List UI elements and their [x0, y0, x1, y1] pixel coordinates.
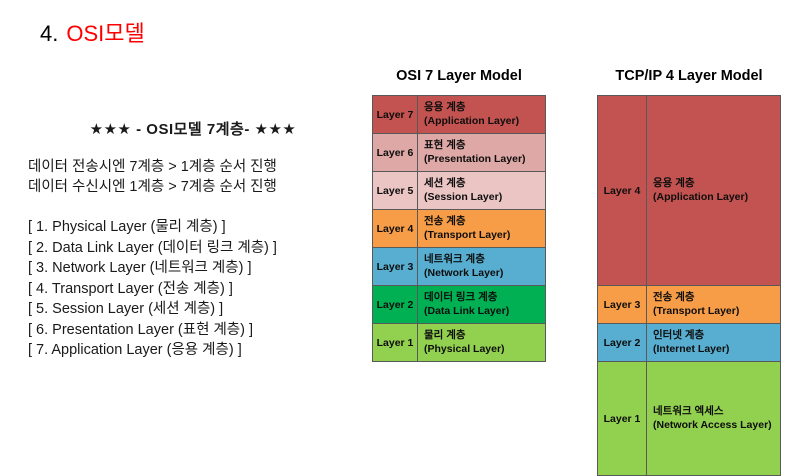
- osi-layer-name-en: (Network Layer): [424, 266, 504, 279]
- flow-line: 데이터 전송시엔 7계층 > 1계층 순서 진행: [28, 159, 277, 175]
- list-item: [ 4. Transport Layer (전송 계층) ]: [28, 280, 233, 297]
- osi-layer-name-ko: 네트워크 계층: [424, 253, 485, 265]
- osi-layer-name: 전송 계층(Transport Layer): [417, 209, 546, 248]
- osi-layer-label: Layer 5: [372, 171, 418, 210]
- tcpip-layer-name: 인터넷 계층(Internet Layer): [646, 323, 781, 362]
- flow-line: 데이터 수신시엔 1계층 > 7계층 순서 진행: [28, 179, 277, 195]
- page-title-number: 4.: [40, 21, 59, 46]
- osi-layer-name-ko: 표현 계층: [424, 139, 466, 151]
- osi-layer-name-en: (Session Layer): [424, 190, 503, 203]
- star-heading: ★★★ - OSI모델 7계층- ★★★: [89, 121, 297, 138]
- osi-layer-name-list: [ 1. Physical Layer (물리 계층) ] [ 2. Data …: [28, 217, 358, 361]
- tcpip-layer-name-ko: 응용 계층: [653, 177, 695, 189]
- tcpip-layer-name-ko: 인터넷 계층: [653, 329, 705, 341]
- osi-layer-name-ko: 물리 계층: [424, 329, 466, 341]
- page-title: 4. OSI모델: [40, 16, 145, 48]
- tcpip-layer-label: Layer 1: [597, 361, 647, 476]
- osi-layer-name: 표현 계층(Presentation Layer): [417, 133, 546, 172]
- page-title-text: OSI모델: [66, 21, 145, 46]
- tcpip-layer-name-en: (Network Access Layer): [653, 418, 772, 431]
- osi-layer-label: Layer 3: [372, 247, 418, 286]
- osi-layer-name: 네트워크 계층(Network Layer): [417, 247, 546, 286]
- tcpip-layer-name: 네트워크 엑세스(Network Access Layer): [646, 361, 781, 476]
- osi-layer-name-en: (Transport Layer): [424, 228, 511, 241]
- osi-layer-name-ko: 세션 계층: [424, 177, 466, 189]
- osi-layer-label: Layer 6: [372, 133, 418, 172]
- list-item: [ 6. Presentation Layer (표현 계층) ]: [28, 321, 254, 338]
- tcpip-layer-name: 전송 계층(Transport Layer): [646, 285, 781, 324]
- osi-layer-name-ko: 데이터 링크 계층: [424, 291, 498, 303]
- list-item: [ 5. Session Layer (세션 계층) ]: [28, 301, 224, 317]
- osi-layer-name: 물리 계층(Physical Layer): [417, 323, 546, 362]
- osi-layer-name-en: (Data Link Layer): [424, 304, 510, 317]
- list-item: [ 7. Application Layer (응용 계층) ]: [28, 342, 242, 358]
- osi-model-heading: OSI 7 Layer Model: [396, 68, 522, 84]
- osi-layer-name-en: (Physical Layer): [424, 342, 505, 355]
- flow-direction-lines: 데이터 전송시엔 7계층 > 1계층 순서 진행 데이터 수신시엔 1계층 > …: [28, 157, 358, 197]
- tcpip-layer-label: Layer 4: [597, 95, 647, 286]
- osi-layer-name: 응용 계층(Application Layer): [417, 95, 546, 134]
- osi-layer-name: 세션 계층(Session Layer): [417, 171, 546, 210]
- list-item: [ 3. Network Layer (네트워크 계층) ]: [28, 260, 252, 276]
- tcpip-model-heading: TCP/IP 4 Layer Model: [615, 68, 763, 84]
- tcpip-layer-name-en: (Internet Layer): [653, 342, 730, 355]
- tcpip-layer-name-ko: 네트워크 엑세스: [653, 405, 724, 417]
- osi-layer-label: Layer 2: [372, 285, 418, 324]
- osi-layer-name-en: (Application Layer): [424, 114, 520, 127]
- tcpip-layer-label: Layer 3: [597, 285, 647, 324]
- list-item: [ 2. Data Link Layer (데이터 링크 계층) ]: [28, 239, 277, 256]
- tcpip-layer-name: 응용 계층(Application Layer): [646, 95, 781, 286]
- osi-layer-name-ko: 전송 계층: [424, 215, 466, 227]
- osi-layer-name-ko: 응용 계층: [424, 101, 466, 113]
- list-item: [ 1. Physical Layer (물리 계층) ]: [28, 219, 226, 235]
- osi-layer-label: Layer 1: [372, 323, 418, 362]
- tcpip-layer-name-en: (Transport Layer): [653, 304, 740, 317]
- tcpip-layer-label: Layer 2: [597, 323, 647, 362]
- osi-layer-name: 데이터 링크 계층(Data Link Layer): [417, 285, 546, 324]
- left-text-panel: ★★★ - OSI모델 7계층- ★★★ 데이터 전송시엔 7계층 > 1계층 …: [28, 118, 358, 361]
- tcpip-layer-name-ko: 전송 계층: [653, 291, 695, 303]
- osi-layer-label: Layer 4: [372, 209, 418, 248]
- osi-layer-name-en: (Presentation Layer): [424, 152, 526, 165]
- tcpip-layer-name-en: (Application Layer): [653, 190, 749, 203]
- osi-layer-label: Layer 7: [372, 95, 418, 134]
